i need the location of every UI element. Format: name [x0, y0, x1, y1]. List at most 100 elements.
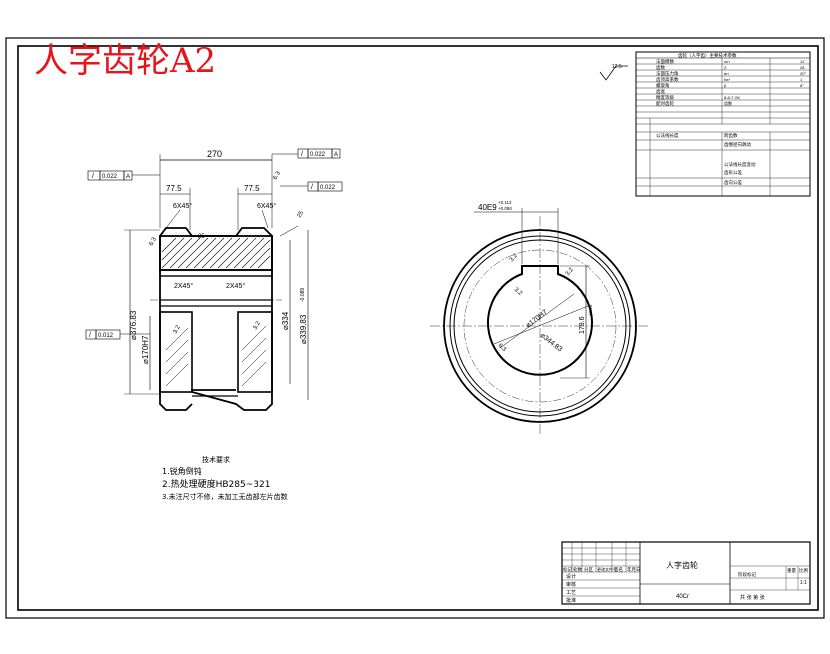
svg-text:配对齿轮: 配对齿轮	[656, 100, 674, 107]
front-section-view: 270 77.5 77.5 6X45° 6X45° 2X45°	[85, 148, 343, 411]
svg-text:1: 1	[800, 77, 803, 82]
svg-text:/: /	[92, 173, 94, 180]
depth-dim: 179.6	[579, 316, 586, 334]
svg-text:/: /	[311, 184, 313, 191]
svg-text:A: A	[334, 152, 338, 158]
ra-inner-2: 3.2	[253, 320, 263, 331]
svg-text:1.锐角倒钝: 1.锐角倒钝	[162, 466, 202, 476]
svg-text:审核: 审核	[566, 581, 576, 588]
tol-frame-right: / 0.022	[280, 181, 343, 192]
dim-dia-170: ⌀170H7	[141, 335, 150, 364]
svg-text:mn: mn	[724, 59, 730, 64]
radius-label-2: 25	[297, 210, 306, 219]
svg-text:Z: Z	[724, 65, 727, 70]
svg-text:分区: 分区	[584, 566, 593, 573]
svg-text:精度等级: 精度等级	[656, 94, 674, 101]
svg-text:ha*: ha*	[724, 77, 730, 82]
svg-text:αn: αn	[724, 71, 729, 76]
chamfer-mid-right: 2X45°	[226, 282, 245, 290]
svg-text:8°: 8°	[800, 83, 804, 88]
parameter-table: 齿轮（人字齿）主要技术参数 法面模数 mn 12 齿数 Z 28 法面压力角 α…	[635, 51, 811, 197]
svg-text:齿轮（人字齿）主要技术参数: 齿轮（人字齿）主要技术参数	[678, 52, 737, 59]
tol-frame-top-left: / 0.022 A	[87, 170, 160, 181]
svg-text:28: 28	[800, 65, 805, 70]
svg-text:β: β	[724, 83, 727, 88]
tol-frame-top-right: / 0.022 A	[272, 148, 341, 159]
drawing-title: 人字齿轮A2	[34, 41, 216, 81]
svg-text:12.5: 12.5	[612, 64, 622, 70]
ra-left: 6.3	[149, 236, 159, 247]
svg-text:比例: 比例	[799, 567, 808, 574]
svg-text:齿顶高系数: 齿顶高系数	[656, 76, 679, 83]
svg-text:公法线长度: 公法线长度	[656, 132, 679, 139]
svg-text:跨齿数: 跨齿数	[724, 132, 738, 139]
svg-text:设计: 设计	[566, 573, 576, 580]
svg-text:3.未注尺寸不修，未加工无齿部左片齿数: 3.未注尺寸不修，未加工无齿部左片齿数	[162, 492, 288, 501]
dim-dia-334: ⌀334	[281, 311, 290, 330]
pitch-dia: ⌀344.83	[539, 332, 564, 353]
svg-text:2.热处理硬度HB285~321: 2.热处理硬度HB285~321	[162, 478, 270, 490]
svg-text:齿圈径向跳动: 齿圈径向跳动	[724, 141, 751, 148]
svg-text:A: A	[126, 174, 130, 180]
svg-text:签名: 签名	[614, 566, 623, 573]
svg-text:0.022: 0.022	[102, 174, 118, 180]
svg-text:年月日: 年月日	[627, 566, 641, 573]
general-roughness: 12.5	[599, 64, 628, 81]
keyway-tol-upper: +0.112	[498, 200, 512, 205]
svg-text:处数: 处数	[573, 566, 582, 573]
side-ra-2: 3.2	[565, 267, 575, 278]
dim-dia-339-tol: -0.089	[300, 288, 306, 302]
chamfer-top-left: 6X45°	[173, 202, 192, 210]
svg-text:齿宽: 齿宽	[656, 88, 665, 95]
svg-text:齿向公差: 齿向公差	[724, 179, 742, 186]
svg-text:技术要求: 技术要求	[202, 455, 230, 464]
part-name: 人字齿轮	[666, 560, 698, 570]
chamfer-mid-left: 2X45°	[174, 282, 193, 290]
svg-text:0.022: 0.022	[310, 152, 326, 158]
side-ra-1: 3.2	[509, 253, 519, 264]
ra-right: 6.3	[273, 170, 283, 181]
svg-text:法面模数: 法面模数	[656, 58, 674, 65]
scale: 1:1	[800, 580, 807, 586]
svg-text:阶段标记: 阶段标记	[738, 571, 756, 578]
svg-text:齿形公差: 齿形公差	[724, 169, 742, 176]
title-block: 标记 处数 分区 更改文件号 签名 年月日 设计 审核 工艺 批准 人字齿轮 4…	[561, 541, 811, 605]
svg-text:工艺: 工艺	[566, 590, 576, 596]
keyway-tol-lower: +0.050	[498, 206, 512, 211]
side-ra-4: 6.3	[497, 343, 508, 353]
svg-text:8-8-7 GK: 8-8-7 GK	[724, 95, 741, 100]
svg-text:0.022: 0.022	[320, 185, 336, 191]
svg-text:20°: 20°	[800, 71, 806, 76]
chamfer-top-right: 6X45°	[257, 202, 276, 210]
svg-text:法面压力角: 法面压力角	[656, 70, 679, 77]
svg-text:/: /	[301, 151, 303, 158]
side-view: 40E9 +0.112 +0.050 179.6 +0.20 ⌀170H7 ⌀3…	[430, 200, 650, 436]
ra-inner-1: 3.2	[173, 324, 183, 335]
outer-border	[5, 37, 825, 619]
keyway-dim: 40E9	[478, 203, 497, 212]
dim-right-hub: 77.5	[244, 184, 260, 193]
radius-label-1: 25	[198, 234, 205, 240]
depth-tol: +0.20	[588, 304, 593, 316]
dim-dia-339: ⌀339.83	[299, 314, 308, 344]
sheet-count: 共 张 第 张	[740, 594, 765, 601]
svg-text:12: 12	[800, 59, 805, 64]
svg-text:批准: 批准	[566, 597, 576, 604]
inner-border	[17, 45, 819, 611]
dim-dia-376: ⌀376.83	[129, 310, 138, 340]
svg-text:齿数: 齿数	[656, 64, 665, 71]
svg-text:0.012: 0.012	[98, 333, 114, 339]
dim-left-hub: 77.5	[166, 184, 182, 193]
svg-text:更改文件号: 更改文件号	[597, 566, 617, 572]
svg-text:/: /	[89, 332, 91, 339]
side-ra-3: 3.2	[513, 287, 524, 297]
svg-text:齿数: 齿数	[724, 100, 732, 106]
dim-overall-width: 270	[207, 149, 222, 159]
svg-text:标记: 标记	[563, 566, 572, 573]
technical-requirements: 技术要求 1.锐角倒钝 2.热处理硬度HB285~321 3.未注尺寸不修，未加…	[162, 455, 288, 501]
svg-text:重量: 重量	[787, 567, 796, 574]
svg-text:公法线长度变动: 公法线长度变动	[724, 161, 756, 168]
tol-frame-left: / 0.012	[85, 329, 150, 340]
material: 40Cr	[676, 594, 689, 600]
